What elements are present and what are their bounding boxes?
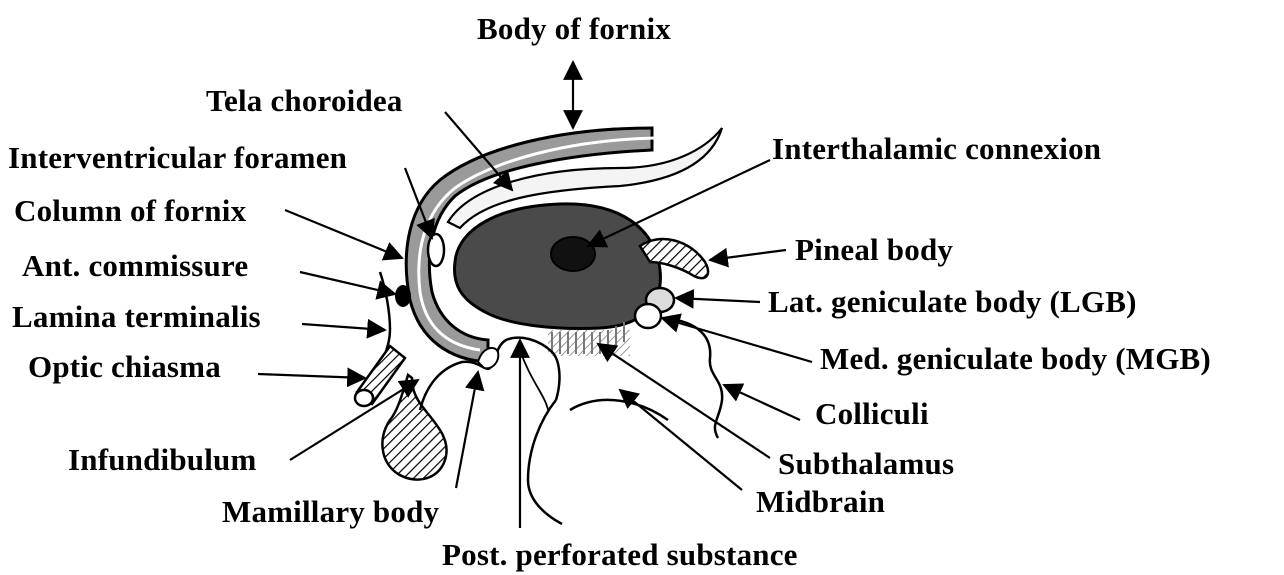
infundibulum-shape — [382, 375, 446, 480]
mgb-shape — [635, 304, 661, 328]
label-column-of-fornix: Column of fornix — [14, 194, 246, 228]
label-lat-geniculate-body: Lat. geniculate body (LGB) — [768, 285, 1137, 319]
leader-optic-chiasma — [258, 374, 365, 378]
label-infundibulum: Infundibulum — [68, 443, 257, 477]
label-colliculi: Colliculi — [815, 397, 929, 431]
interventricular-foramen-shape — [428, 234, 444, 266]
label-interthalamic-connexion: Interthalamic connexion — [772, 132, 1101, 166]
leader-midbrain — [620, 390, 742, 490]
leader-column-of-fornix — [285, 210, 402, 258]
interthalamic-connexion-shape — [551, 237, 595, 271]
leader-colliculi — [724, 385, 800, 420]
ant-commissure-shape — [395, 285, 411, 307]
midbrain-shape — [528, 400, 562, 524]
label-midbrain: Midbrain — [756, 485, 885, 519]
leader-mgb — [662, 318, 812, 362]
label-subthalamus: Subthalamus — [778, 447, 954, 481]
leader-mamillary-body — [456, 372, 478, 488]
label-mamillary-body: Mamillary body — [222, 495, 439, 529]
label-lamina-terminalis: Lamina terminalis — [12, 300, 261, 334]
label-med-geniculate-body: Med. geniculate body (MGB) — [820, 342, 1211, 376]
label-interventricular-foramen: Interventricular foramen — [8, 141, 347, 175]
leader-lamina-terminalis — [302, 324, 385, 330]
leader-pineal-body — [710, 250, 786, 260]
label-post-perforated-substance: Post. perforated substance — [442, 538, 798, 572]
label-tela-choroidea: Tela choroidea — [206, 84, 403, 118]
leader-lgb — [676, 298, 760, 302]
label-optic-chiasma: Optic chiasma — [28, 350, 221, 384]
label-body-of-fornix: Body of fornix — [477, 12, 671, 46]
label-ant-commissure: Ant. commissure — [22, 249, 248, 283]
label-pineal-body: Pineal body — [795, 233, 953, 267]
